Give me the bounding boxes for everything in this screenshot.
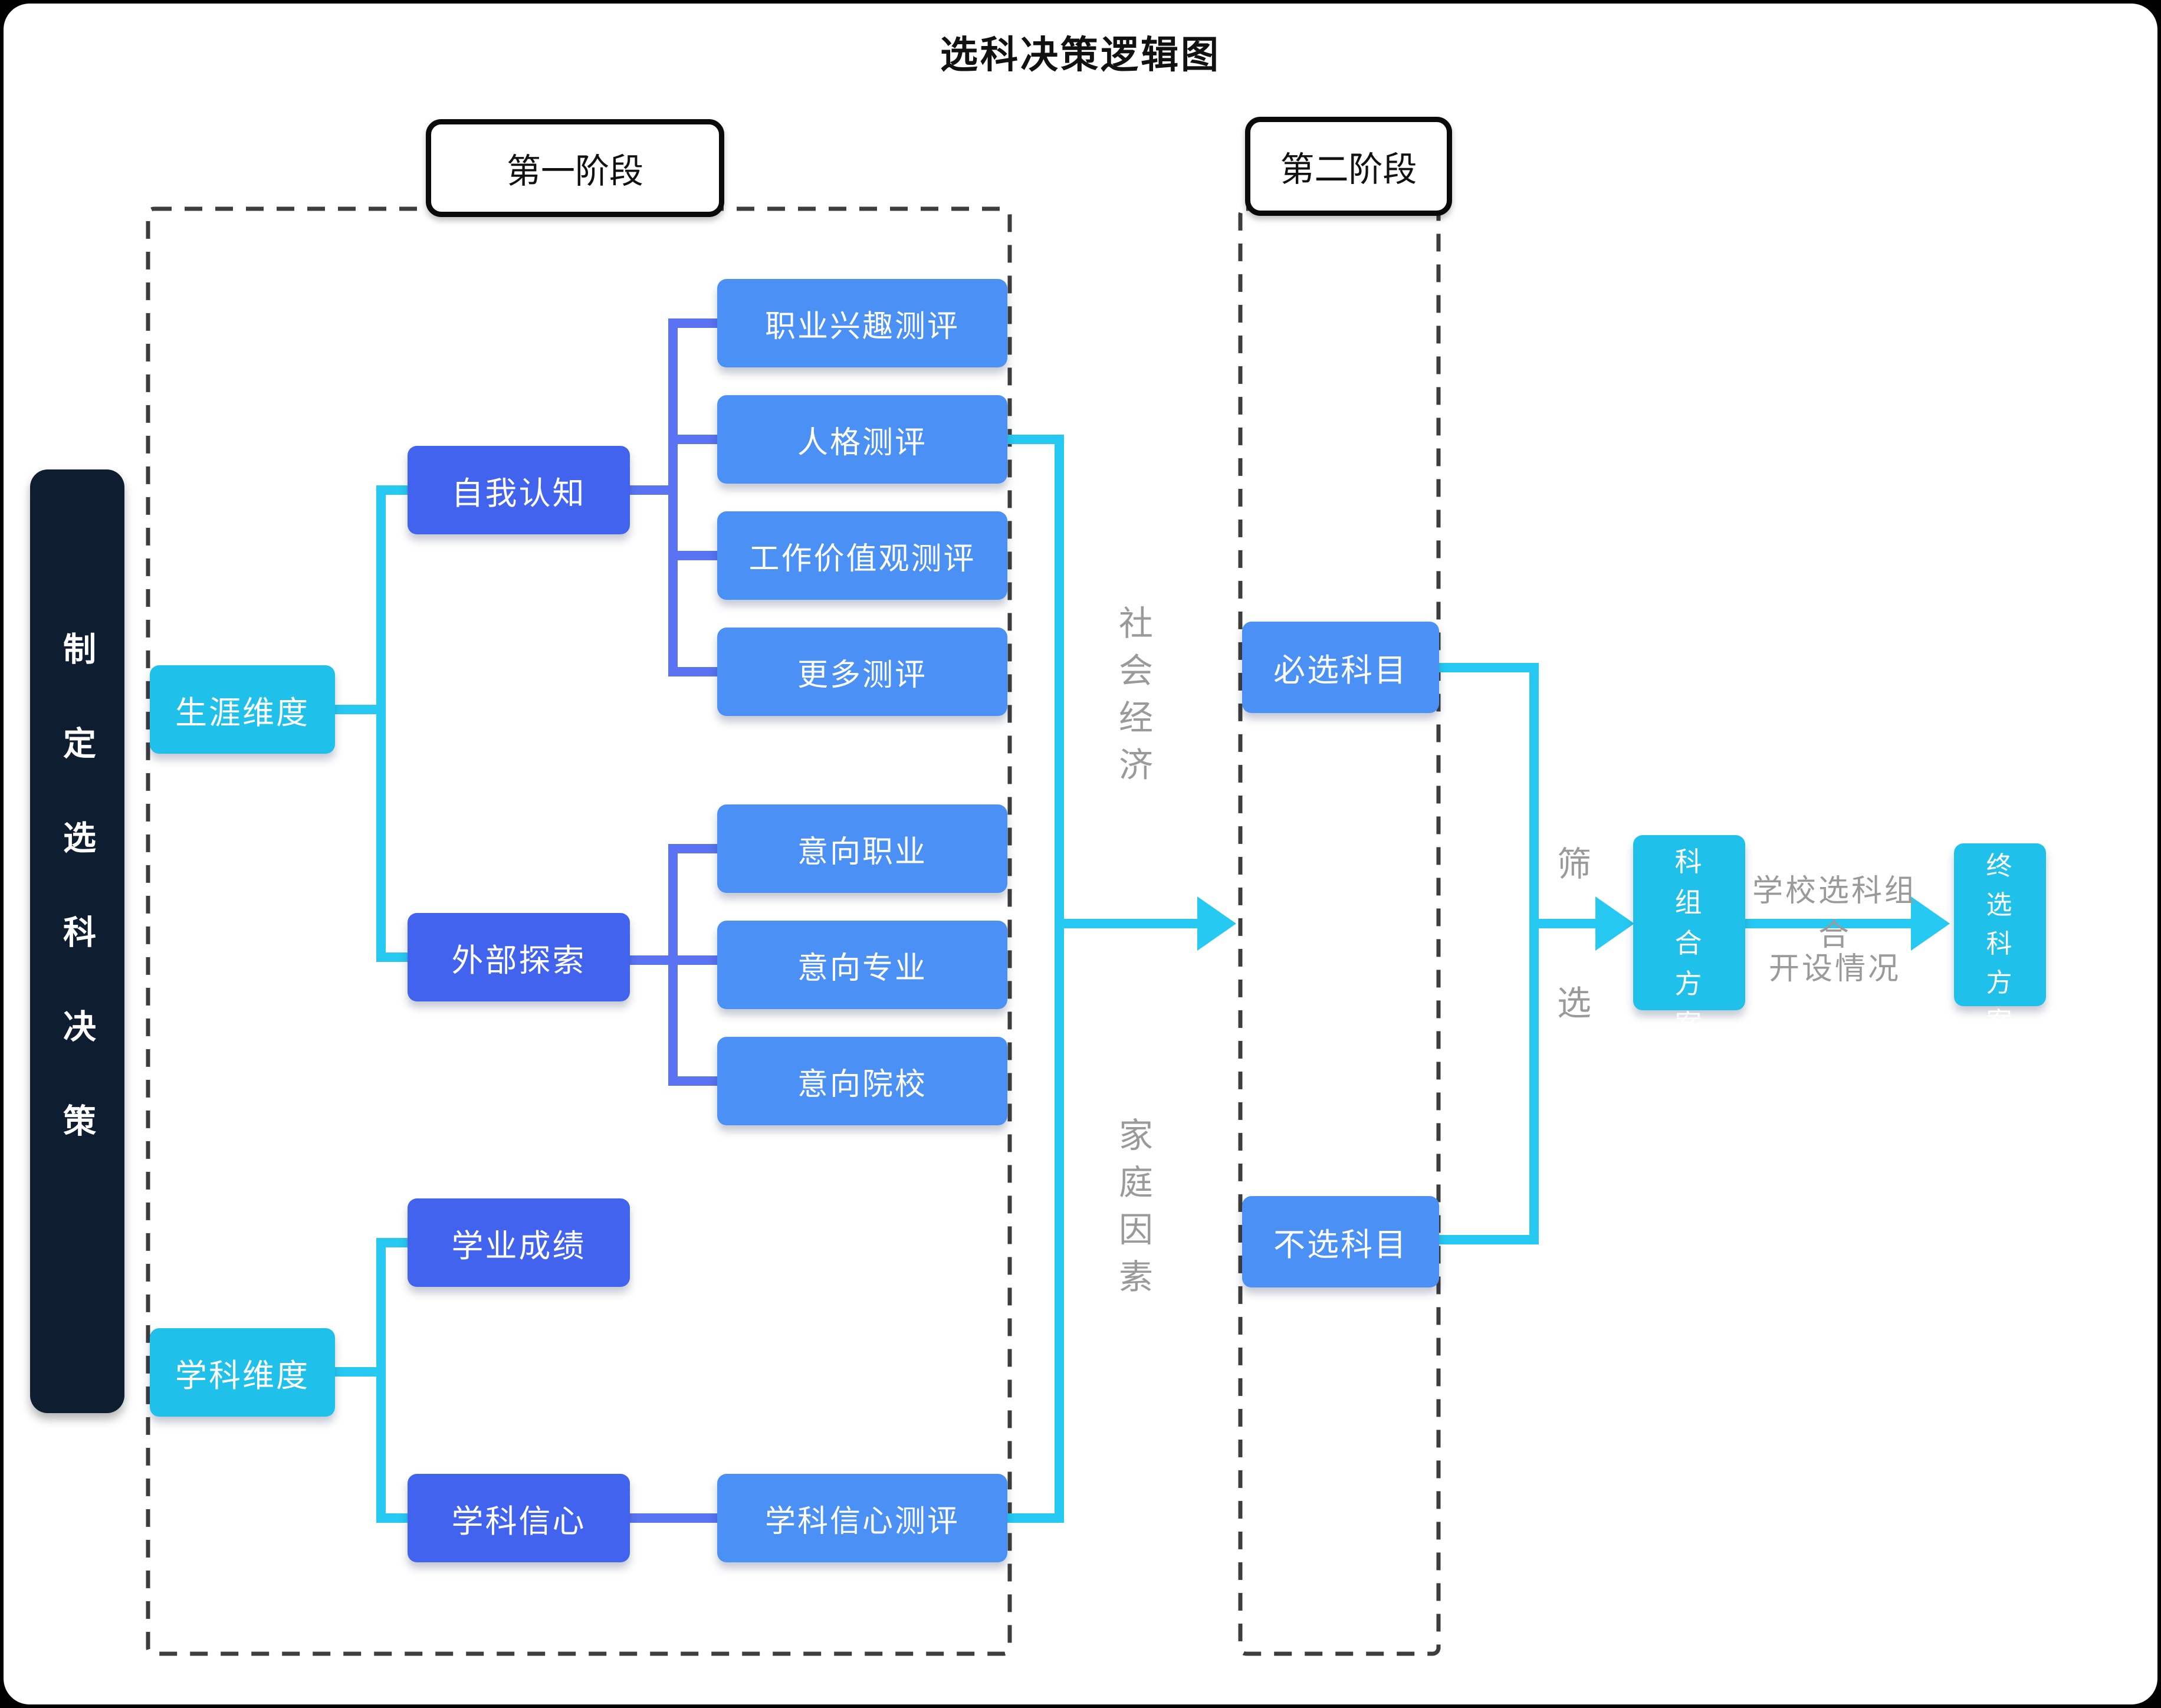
node-label: 意向专业	[797, 951, 927, 986]
node-intended-college: 意向院校	[717, 1037, 1007, 1125]
connector	[668, 318, 678, 676]
node-label: 学科信心	[451, 1503, 586, 1539]
node-self-cognition: 自我认知	[408, 446, 630, 534]
connector	[386, 952, 408, 962]
arrow-right-icon	[1911, 896, 1950, 951]
connector	[678, 844, 717, 853]
node-label: 自我认知	[451, 475, 586, 511]
node-label: 更多测评	[797, 658, 927, 692]
arrow-right-icon	[1197, 896, 1236, 951]
connector	[1055, 435, 1064, 1523]
connector	[376, 1238, 386, 1523]
stage1-label-text: 第一阶段	[506, 152, 643, 190]
stage2-dashed-container	[1238, 206, 1441, 1656]
stage2-label: 第二阶段	[1245, 117, 1452, 216]
connector	[1439, 663, 1539, 672]
node-label: 外部探索	[451, 942, 586, 978]
connector	[1055, 919, 1198, 928]
connector	[630, 1513, 717, 1523]
node-intended-career: 意向职业	[717, 804, 1007, 893]
node-academic-performance: 学业成绩	[408, 1198, 630, 1287]
annotation-text: 家庭因素	[1114, 1117, 1152, 1306]
annotation-text: 社会经济	[1114, 605, 1152, 794]
node-subject-combination-plan: 选科组合方案	[1633, 806, 1745, 1040]
page-title: 选科决策逻辑图	[940, 34, 1221, 76]
node-more-tests: 更多测评	[717, 628, 1007, 716]
annotation-screening-char-1: 筛	[1556, 845, 1591, 883]
annotation-school-combo-availability-line1: 学校选科组合	[1752, 874, 1917, 952]
node-external-exploration: 外部探索	[408, 913, 630, 1001]
node-intended-major: 意向专业	[717, 921, 1007, 1009]
connector	[678, 435, 717, 444]
connector	[1007, 435, 1064, 444]
node-personality-test: 人格测评	[717, 395, 1007, 484]
connector	[1745, 919, 1912, 928]
node-career-interest-test: 职业兴趣测评	[717, 279, 1007, 367]
node-label: 选科组合方案	[1674, 805, 1704, 1040]
connector	[668, 844, 678, 1086]
annotation-family-factors: 家庭因素	[1108, 1117, 1157, 1312]
connector	[376, 485, 386, 962]
annotation-school-combo-availability-line2: 开设情况	[1768, 952, 1901, 986]
connector	[1439, 1235, 1539, 1244]
node-label: 学科维度	[175, 1358, 310, 1394]
node-label: 必选科目	[1273, 653, 1408, 688]
node-final-subject-plan: 最终选科方案	[1954, 813, 2046, 1036]
node-career-dimension: 生涯维度	[150, 665, 335, 754]
connector	[1529, 663, 1539, 1244]
connector	[630, 485, 678, 495]
node-work-values-test: 工作价值观测评	[717, 511, 1007, 600]
node-subject-confidence-test: 学科信心测评	[717, 1474, 1007, 1562]
node-label: 最终选科方案	[1986, 813, 2014, 1036]
connector	[678, 551, 717, 560]
root-node-label: 制定选科决策	[58, 632, 96, 1198]
node-label: 不选科目	[1273, 1227, 1408, 1263]
connector	[386, 485, 408, 495]
annotation-screening-char-2: 选	[1556, 984, 1591, 1023]
connector	[386, 1238, 408, 1247]
arrow-right-icon	[1595, 896, 1634, 951]
node-excluded-subjects: 不选科目	[1242, 1196, 1439, 1287]
connector	[335, 1367, 386, 1377]
root-node-make-subject-decision: 制定选科决策	[30, 469, 124, 1413]
connector	[386, 1513, 408, 1523]
node-label: 工作价值观测评	[748, 541, 976, 576]
node-label: 生涯维度	[175, 695, 310, 731]
connector	[678, 318, 717, 328]
annotation-socio-economic: 社会经济	[1108, 605, 1157, 800]
node-subject-dimension: 学科维度	[150, 1328, 335, 1417]
connector	[678, 1076, 717, 1086]
connector	[1007, 1513, 1064, 1523]
node-required-subjects: 必选科目	[1242, 622, 1439, 713]
node-label: 人格测评	[797, 425, 927, 460]
node-subject-confidence: 学科信心	[408, 1474, 630, 1562]
connector	[335, 705, 386, 714]
stage1-dashed-container	[146, 206, 1012, 1656]
stage1-label: 第一阶段	[426, 119, 724, 217]
node-label: 学业成绩	[451, 1228, 586, 1264]
connector	[678, 667, 717, 676]
stage2-label-text: 第二阶段	[1280, 150, 1417, 189]
diagram-canvas: 选科决策逻辑图 第一阶段 第二阶段 制定选科决策	[4, 4, 2157, 1704]
node-label: 意向职业	[797, 835, 927, 869]
node-label: 职业兴趣测评	[764, 309, 960, 344]
connector	[1529, 919, 1596, 928]
node-label: 意向院校	[797, 1067, 927, 1102]
node-label: 学科信心测评	[764, 1504, 960, 1539]
